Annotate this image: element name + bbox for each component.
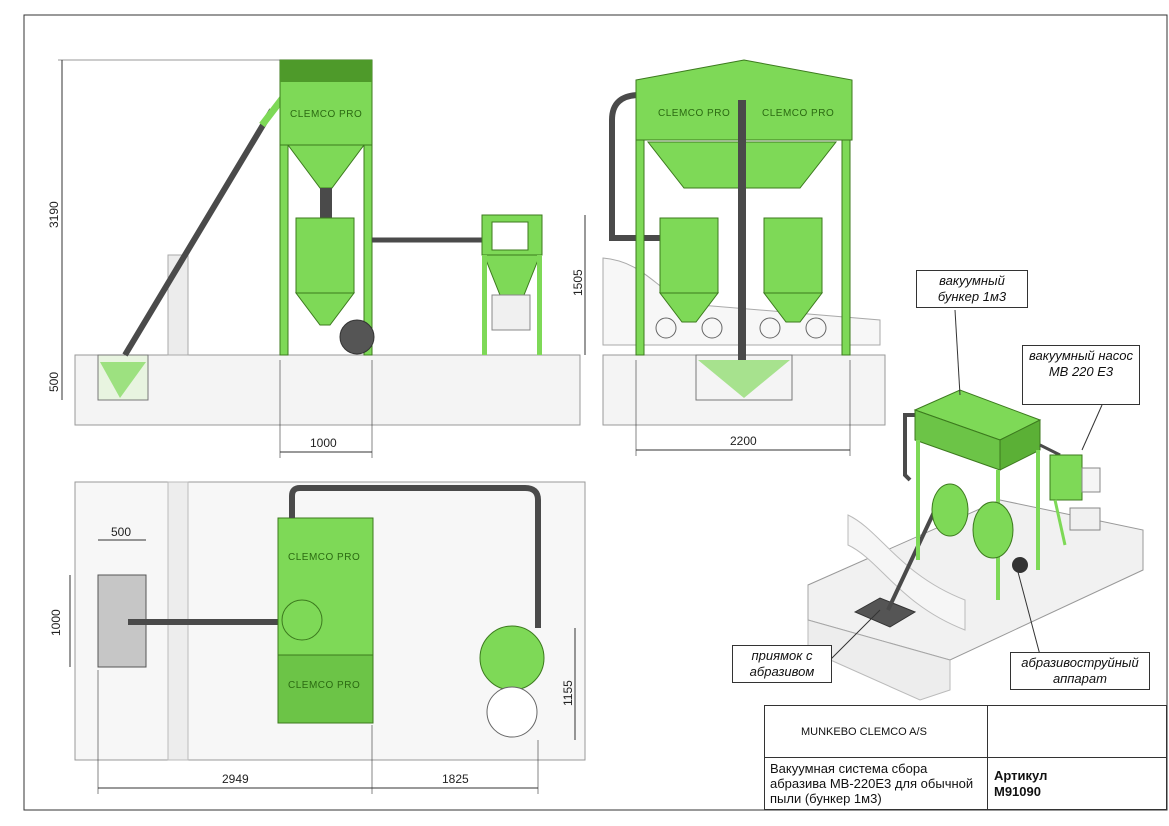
- side-pump-motor: [491, 294, 531, 331]
- callout-pump: вакуумный насос МВ 220 Е3: [1022, 345, 1140, 405]
- side-drop-pipe: [320, 188, 332, 218]
- iso-pump-pipe: [1039, 443, 1061, 457]
- iso-pit: [853, 597, 917, 628]
- plan-view: CLEMCO PRO CLEMCO PRO 500 1000 2949 1825…: [49, 481, 586, 794]
- product-description: Вакуумная система сбора абразива МВ-220Е…: [770, 761, 974, 806]
- leader-pump: [1081, 404, 1103, 451]
- dim-2949: 2949: [222, 772, 249, 786]
- front-wheel-4: [805, 317, 827, 339]
- title-block-article: Артикул M91090: [987, 757, 1167, 810]
- article-number: M91090: [994, 784, 1041, 799]
- callout-pit-text: приямок с абразивом: [749, 648, 815, 679]
- side-leg-right: [363, 144, 373, 356]
- front-pot-right: [763, 217, 823, 294]
- isometric-view: [807, 309, 1144, 701]
- side-suction-pipe: [122, 108, 275, 357]
- dim-1000-side: 1000: [310, 436, 337, 450]
- plan-cabinet-lower: [277, 654, 374, 724]
- company-name: MUNKEBO CLEMCO A/S: [801, 725, 927, 738]
- dim-1505: 1505: [571, 269, 585, 296]
- dim-500-side: 500: [47, 372, 61, 392]
- leader-pit: [829, 609, 881, 661]
- plan-pump: [479, 625, 545, 691]
- callout-blast-pot-text: абразивоструйный аппарат: [1021, 655, 1139, 686]
- iso-pump-leg: [1053, 499, 1067, 546]
- front-pot-left: [659, 217, 719, 294]
- iso-pot-right: [972, 501, 1014, 559]
- front-wheel-2: [701, 317, 723, 339]
- dim-1825: 1825: [442, 772, 469, 786]
- callout-hopper-text: вакуумный бункер 1м3: [937, 273, 1007, 304]
- side-leg-left: [279, 144, 289, 356]
- plan-return-pipe: [289, 485, 541, 628]
- front-leg-right: [841, 139, 851, 356]
- dim-3190: 3190: [47, 201, 61, 228]
- iso-pot-left: [931, 483, 969, 537]
- dim-2200: 2200: [730, 434, 757, 448]
- callout-blast-pot: абразивоструйный аппарат: [1010, 652, 1150, 690]
- front-pot-right-cone: [762, 292, 824, 323]
- title-block-company: MUNKEBO CLEMCO A/S: [764, 705, 988, 758]
- article-label: Артикул: [994, 768, 1048, 783]
- side-ground: [74, 354, 581, 426]
- front-pit-hopper: [698, 360, 790, 398]
- callout-hopper: вакуумный бункер 1м3: [916, 270, 1028, 308]
- front-wheel-1: [655, 317, 677, 339]
- side-pit-hopper: [100, 362, 146, 398]
- front-leg-left: [635, 139, 645, 356]
- side-pump-cone: [483, 254, 541, 296]
- front-return-pipe: [609, 92, 660, 241]
- side-cone: [287, 144, 365, 189]
- dim-1000-plan: 1000: [49, 609, 63, 636]
- front-pot-left-cone: [658, 292, 720, 323]
- leader-pot: [1017, 571, 1041, 656]
- title-block-empty: [987, 705, 1167, 758]
- front-view: CLEMCO PRO CLEMCO PRO 2200: [602, 59, 886, 456]
- front-brand-left: CLEMCO PRO: [658, 108, 730, 119]
- side-pot: [295, 217, 355, 294]
- iso-pump-motor: [1069, 507, 1101, 531]
- title-block-description: Вакуумная система сбора абразива МВ-220Е…: [764, 757, 988, 810]
- plan-hatch: [281, 599, 323, 641]
- side-wheel: [339, 319, 375, 355]
- side-brand-label: CLEMCO PRO: [290, 109, 362, 120]
- side-pump-leg-r: [537, 255, 542, 355]
- dim-1155: 1155: [561, 680, 575, 706]
- callout-pump-text: вакуумный насос МВ 220 Е3: [1029, 348, 1133, 379]
- side-pump-window: [491, 221, 529, 251]
- iso-pump-box: [1081, 467, 1101, 493]
- callout-pit: приямок с абразивом: [732, 645, 832, 683]
- plan-pump-base: [486, 686, 538, 738]
- front-wheel-3: [759, 317, 781, 339]
- side-view: CLEMCO PRO 3190 500 1000 1505: [47, 59, 586, 458]
- leader-hopper: [954, 309, 961, 396]
- sheet-frame: [23, 14, 1168, 811]
- iso-return-pipe: [903, 413, 915, 482]
- side-pump-leg-l: [482, 255, 487, 355]
- plan-brand-1: CLEMCO PRO: [288, 552, 360, 563]
- plan-brand-2: CLEMCO PRO: [288, 680, 360, 691]
- front-center-pipe: [738, 100, 746, 360]
- iso-pump-body: [1049, 454, 1083, 501]
- side-cabinet-top: [280, 60, 372, 82]
- front-brand-right: CLEMCO PRO: [762, 108, 834, 119]
- iso-wheel: [1012, 557, 1028, 573]
- dim-500-plan: 500: [111, 525, 131, 539]
- side-pot-cone: [295, 292, 355, 326]
